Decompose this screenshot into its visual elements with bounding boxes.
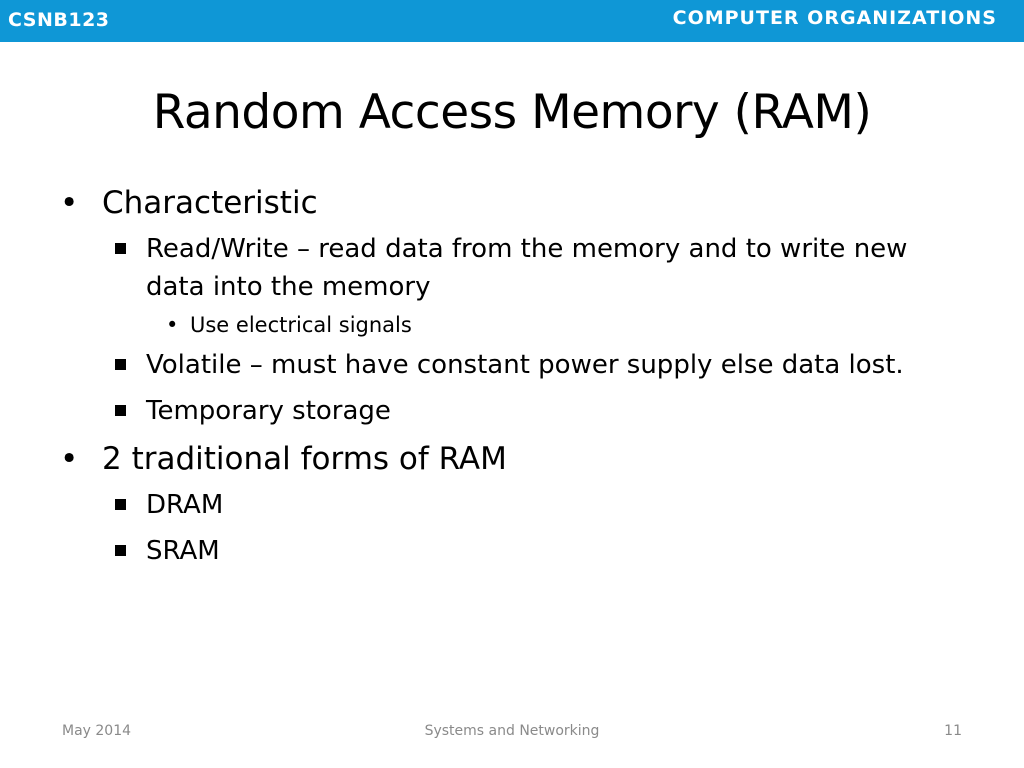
sub-bullet-text: DRAM (146, 490, 224, 520)
sub-bullet-temporary-storage: Temporary storage (60, 392, 966, 430)
square-bullet-icon (115, 545, 126, 556)
round-bullet-icon: • (166, 313, 179, 337)
sub-sub-bullet-text: Use electrical signals (190, 313, 412, 337)
slide-content: • Characteristic Read/Write – read data … (60, 182, 980, 578)
page-number: 11 (944, 723, 962, 739)
sub-bullet-volatile: Volatile – must have constant power supp… (60, 346, 966, 384)
round-bullet-icon: • (60, 185, 79, 221)
sub-bullet-read-write: Read/Write – read data from the memory a… (60, 230, 966, 306)
slide-title: Random Access Memory (RAM) (152, 85, 872, 140)
sub-sub-bullet-electrical-signals: • Use electrical signals (60, 310, 980, 340)
sub-bullet-text: Temporary storage (146, 396, 391, 426)
sub-bullet-text: Read/Write – read data from the memory a… (146, 234, 908, 302)
sub-bullet-text: Volatile – must have constant power supp… (146, 350, 904, 380)
course-name: COMPUTER ORGANIZATIONS (672, 7, 997, 29)
bullet-text: 2 traditional forms of RAM (102, 441, 507, 477)
sub-bullet-sram: SRAM (60, 532, 966, 570)
course-code: CSNB123 (8, 9, 110, 31)
footer-subject: Systems and Networking (424, 723, 600, 739)
round-bullet-icon: • (60, 441, 79, 477)
square-bullet-icon (115, 499, 126, 510)
bullet-traditional-forms: • 2 traditional forms of RAM (60, 438, 980, 480)
bullet-text: Characteristic (102, 185, 318, 221)
footer-date: May 2014 (62, 723, 132, 739)
header-bar: CSNB123 COMPUTER ORGANIZATIONS (0, 0, 1024, 42)
sub-bullet-text: SRAM (146, 536, 220, 566)
square-bullet-icon (115, 243, 126, 254)
sub-bullet-dram: DRAM (60, 486, 966, 524)
square-bullet-icon (115, 359, 126, 370)
square-bullet-icon (115, 405, 126, 416)
bullet-characteristic: • Characteristic (60, 182, 980, 224)
